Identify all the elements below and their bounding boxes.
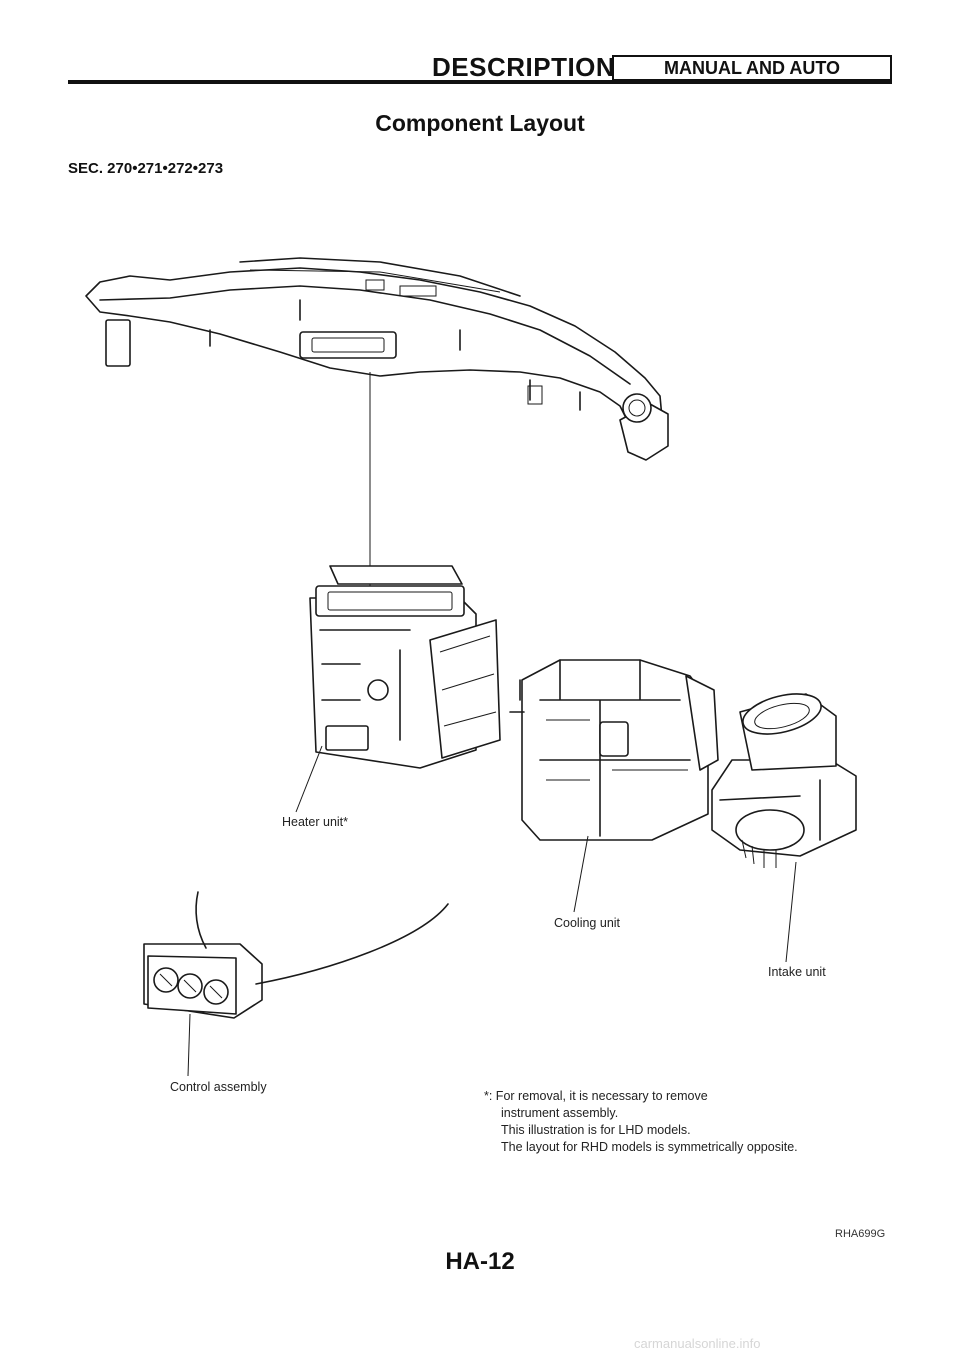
- section-code: SEC. 270•271•272•273: [68, 160, 224, 177]
- cooling-unit-label: Cooling unit: [554, 916, 621, 930]
- heater-unit-drawing: [309, 565, 501, 769]
- figure-code: RHA699G: [835, 1228, 886, 1240]
- note-line: *: For removal, it is necessary to remov…: [484, 1089, 708, 1103]
- intake-unit-label: Intake unit: [768, 965, 826, 979]
- page-title: Component Layout: [375, 110, 585, 136]
- section-title: DESCRIPTION: [432, 52, 616, 82]
- header-rule: [68, 80, 892, 84]
- note-line: The layout for RHD models is symmetrical…: [501, 1140, 798, 1154]
- watermark: carmanualsonline.info: [634, 1336, 761, 1351]
- note-line: instrument assembly.: [501, 1106, 619, 1120]
- note-line: This illustration is for LHD models.: [501, 1123, 691, 1137]
- heater-unit-label: Heater unit*: [282, 815, 349, 829]
- instrument-duct-drawing: [85, 257, 669, 461]
- cooling-unit-drawing: [509, 659, 719, 841]
- page-number: HA-12: [445, 1248, 515, 1275]
- control-assembly-label: Control assembly: [170, 1080, 267, 1094]
- intake-unit-drawing: [711, 693, 857, 868]
- notes-block: *: For removal, it is necessary to remov…: [484, 1088, 798, 1156]
- control-assembly-drawing: [143, 891, 449, 1019]
